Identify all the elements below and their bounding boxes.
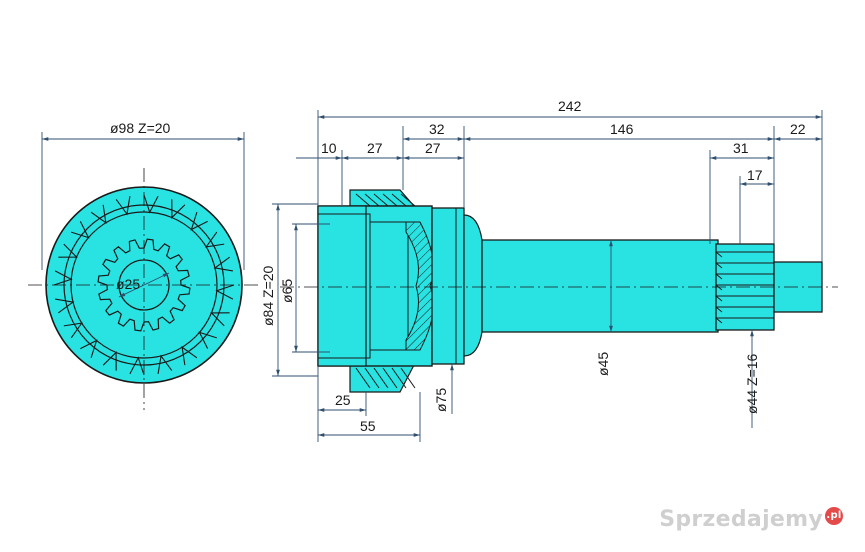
gear-tooth — [190, 212, 208, 231]
side-view: 242 32 146 22 10 27 27 31 17 25 55 — [260, 98, 838, 442]
spline-tip — [715, 306, 723, 313]
gear-tooth — [210, 312, 230, 327]
gear-tooth — [157, 354, 173, 374]
pinion-tooth-line-bottom — [400, 367, 416, 389]
gear-tooth — [129, 356, 145, 376]
pinion-tooth-line-bottom — [391, 367, 407, 389]
pinion-top-teeth — [349, 189, 416, 207]
gear-tooth — [205, 231, 225, 248]
gear-tooth — [181, 346, 198, 366]
pinion-tooth-line-bottom — [355, 367, 371, 389]
end-view: ø25 ø98 Z=20 — [28, 120, 260, 410]
spline-tip — [715, 317, 723, 324]
gear-tooth — [213, 256, 233, 272]
watermark-text: Sprzedajemy — [659, 507, 823, 532]
dim-label-55: 55 — [360, 418, 376, 434]
outer-diameter-label: ø98 Z=20 — [110, 120, 171, 136]
dim-label-25: 25 — [335, 392, 351, 408]
dim-label-22: 22 — [790, 121, 806, 137]
pinion-inner-band — [369, 221, 409, 351]
shaft-neck — [463, 214, 483, 357]
pinion-tooth-line-top — [382, 193, 398, 207]
dim-label-10: 10 — [321, 140, 337, 156]
gear-tooth — [58, 243, 78, 258]
gear-tooth — [198, 331, 217, 349]
gear-tooth — [215, 284, 235, 300]
dim-label-17: 17 — [747, 167, 763, 183]
pinion-tooth-lines — [355, 193, 416, 389]
spline-tip — [715, 284, 723, 291]
dim-label-27b: 27 — [425, 140, 441, 156]
spline-teeth-lines — [715, 251, 774, 324]
gear-tooth — [63, 322, 83, 339]
dim-label-pinion: ø84 Z=20 — [260, 265, 276, 326]
pinion-tooth-line-bottom — [364, 367, 380, 389]
bore-diameter-line — [118, 272, 170, 298]
watermark-badge: .pl — [825, 507, 843, 525]
watermark: Sprzedajemy.pl — [659, 507, 843, 532]
dim-label-bore: ø65 — [279, 279, 295, 303]
shaft — [481, 239, 719, 333]
gear-tooth — [80, 339, 98, 358]
pinion-tooth-line-bottom — [382, 367, 398, 389]
dim-label-32: 32 — [429, 121, 445, 137]
pinion-tooth-line-bottom — [373, 367, 389, 389]
dim-label-27a: 27 — [367, 140, 383, 156]
pinion-tooth-line-top — [373, 193, 389, 207]
gear-tooth — [71, 221, 90, 239]
dim-label-collar: ø75 — [433, 388, 449, 412]
dim-label-shaft: ø45 — [595, 352, 611, 376]
gear-tooth — [55, 298, 75, 314]
gear-tooth — [90, 204, 107, 224]
spline-tip — [715, 273, 723, 280]
pinion-tooth-line-top — [355, 193, 371, 207]
pinion-tooth-line-top — [391, 193, 407, 207]
gear-tooth — [143, 194, 159, 214]
dim-label-31: 31 — [733, 140, 749, 156]
bore-diameter-label: ø25 — [116, 276, 140, 292]
gear-teeth — [53, 194, 235, 376]
gear-tooth — [115, 196, 131, 216]
gear-tooth — [53, 270, 73, 286]
pinion-bottom-teeth — [349, 364, 415, 393]
spline-tip — [715, 251, 723, 258]
dim-label-spline: ø44 Z=16 — [744, 353, 760, 414]
pinion-hub-left — [317, 205, 367, 367]
dim-label-242: 242 — [558, 98, 582, 114]
spline-tip — [715, 262, 723, 269]
dim-label-146: 146 — [610, 121, 634, 137]
spline-tip — [715, 295, 723, 302]
extension-lines-bottom — [317, 366, 421, 442]
pinion-tooth-line-top — [364, 193, 380, 207]
gear-tooth — [171, 199, 186, 219]
pinion-tooth-line-top — [400, 193, 416, 207]
gear-tooth — [102, 351, 117, 371]
collar — [431, 207, 465, 365]
